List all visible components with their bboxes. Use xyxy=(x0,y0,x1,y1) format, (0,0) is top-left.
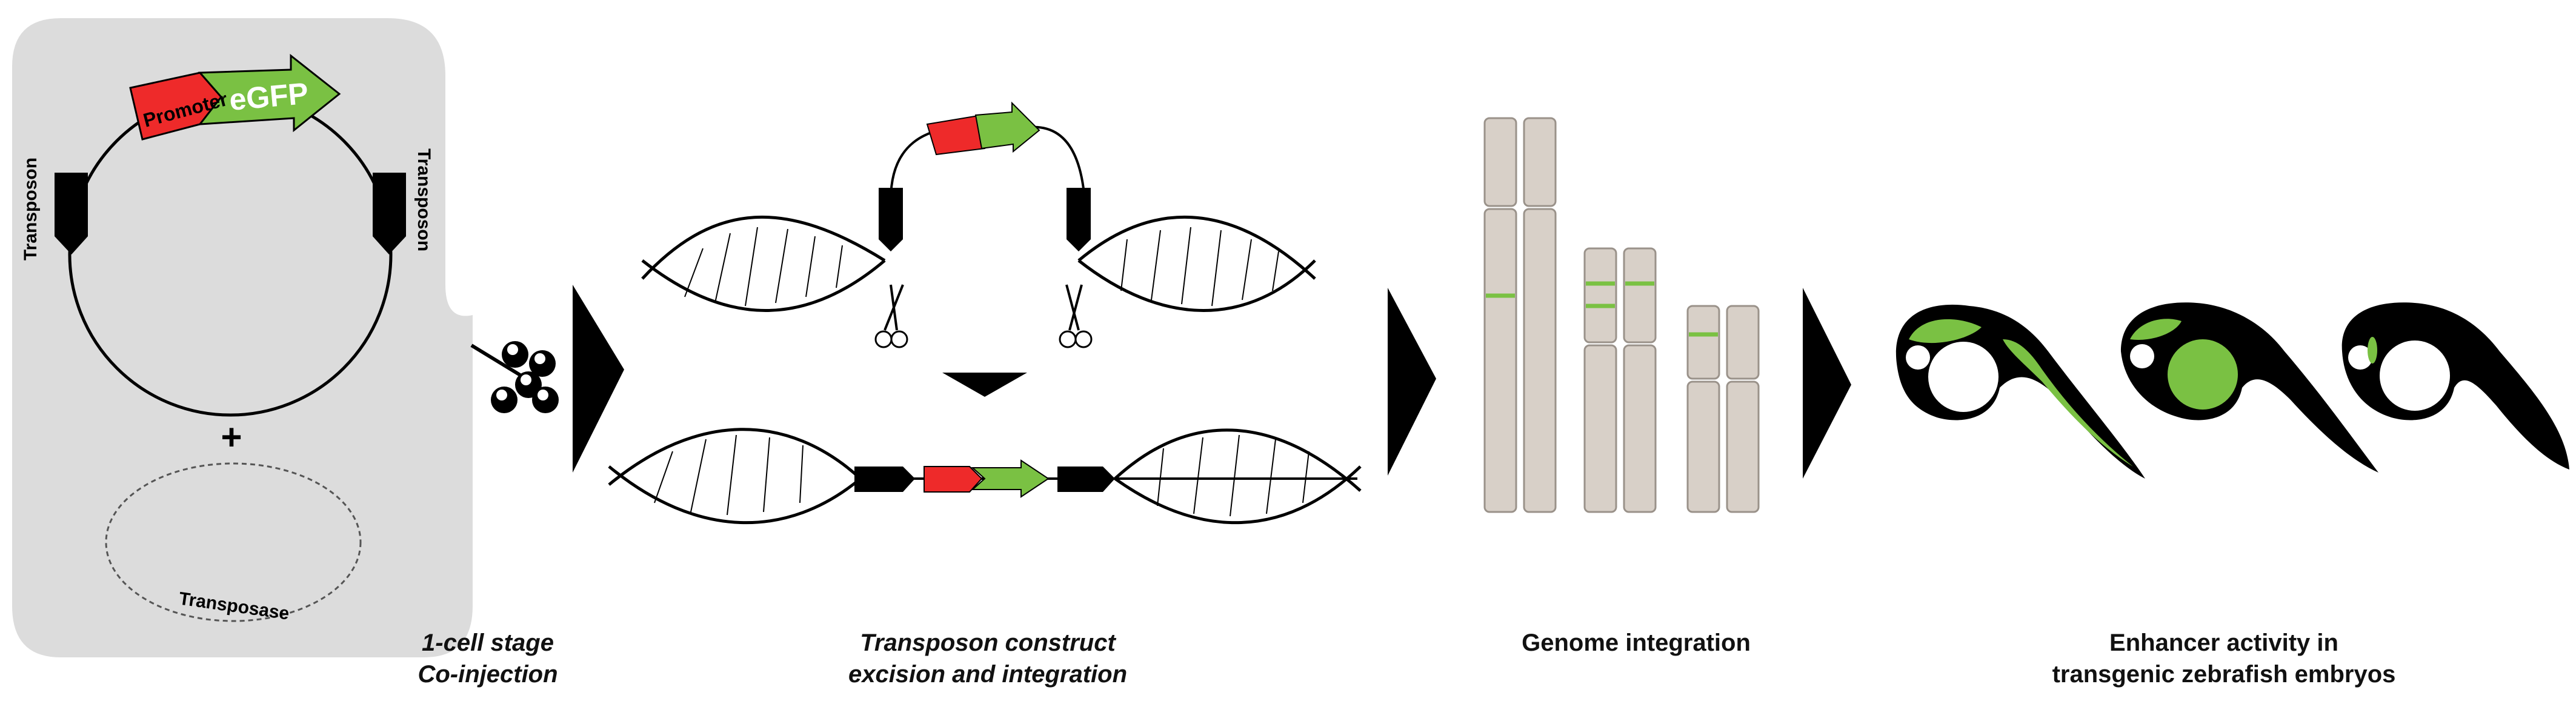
caption-excision-line1: Transposon construct xyxy=(860,629,1116,656)
embryo-2 xyxy=(2121,302,2378,473)
egfp-segment xyxy=(198,53,341,133)
dna-helix-bottom-right xyxy=(1114,428,1362,525)
scissors-left-icon xyxy=(874,284,908,348)
embryo-1 xyxy=(1895,304,2145,479)
transposase-ellipse xyxy=(105,462,362,622)
chromosome-1a-top xyxy=(1483,117,1517,207)
caption-genome-integration-line1: Genome integration xyxy=(1522,629,1751,656)
injected-cells xyxy=(491,341,559,413)
dna-helix-top-left xyxy=(641,215,886,312)
construct-end-left xyxy=(879,188,903,251)
dna-helix-top-right xyxy=(1077,215,1316,312)
down-arrow xyxy=(942,373,1027,397)
caption-enhancer-line1: Enhancer activity in xyxy=(2109,629,2338,656)
caption-excision: Transposon construct excision and integr… xyxy=(794,627,1182,690)
transposon-end-left xyxy=(55,173,88,254)
panel-background xyxy=(12,18,473,657)
scissors-right-icon xyxy=(1059,284,1093,348)
chromosome-panel xyxy=(1483,117,1760,513)
injection-needle xyxy=(470,344,522,377)
caption-co-injection-line1: 1-cell stage xyxy=(422,629,554,656)
construct-promoter xyxy=(926,114,986,156)
integrated-end-right xyxy=(1057,467,1115,492)
chromosome-2b-bottom xyxy=(1623,344,1657,513)
caption-enhancer-activity: Enhancer activity in transgenic zebrafis… xyxy=(1994,627,2454,690)
transposon-label-right: Transposon xyxy=(414,148,434,251)
integrated-promoter xyxy=(924,466,983,493)
caption-co-injection-line2: Co-injection xyxy=(418,661,558,688)
construct-arc-right xyxy=(1030,125,1086,201)
integrated-egfp xyxy=(971,459,1050,498)
process-arrow-1 xyxy=(573,285,624,473)
embryo-3 xyxy=(2341,302,2569,470)
chromosome-2b-top xyxy=(1623,247,1657,344)
integration-marks xyxy=(1486,281,1718,337)
excision-panel xyxy=(608,101,1362,525)
chromosome-1b-top xyxy=(1523,117,1557,207)
chromosome-3b-bottom xyxy=(1726,380,1760,513)
injection-panel: Promoter eGFP Transposon Transposon + Tr… xyxy=(12,18,559,657)
chromosome-3a-top xyxy=(1686,305,1720,380)
chromosome-1b-bottom xyxy=(1523,208,1557,513)
caption-co-injection: 1-cell stage Co-injection xyxy=(388,627,588,690)
chromosome-2a-top xyxy=(1583,247,1617,344)
plus-sign: + xyxy=(221,417,242,457)
process-arrow-2 xyxy=(1388,288,1436,476)
transposon-end-right xyxy=(373,173,406,254)
process-arrow-3 xyxy=(1803,288,1851,479)
integrated-end-left xyxy=(854,467,915,492)
chromosome-3a-bottom xyxy=(1686,380,1720,513)
chromosome-3b-top xyxy=(1726,305,1760,380)
construct-egfp xyxy=(974,101,1040,153)
transposon-label-left: Transposon xyxy=(21,158,41,261)
caption-genome-integration: Genome integration xyxy=(1448,627,1824,659)
dna-helix-bottom-left xyxy=(608,428,862,525)
chromosome-2a-bottom xyxy=(1583,344,1617,513)
egfp-label: eGFP xyxy=(228,76,310,117)
caption-enhancer-line2: transgenic zebrafish embryos xyxy=(2052,661,2396,688)
construct-end-right xyxy=(1067,188,1091,251)
chromosome-1a-bottom xyxy=(1483,208,1517,513)
caption-excision-line2: excision and integration xyxy=(848,661,1128,688)
